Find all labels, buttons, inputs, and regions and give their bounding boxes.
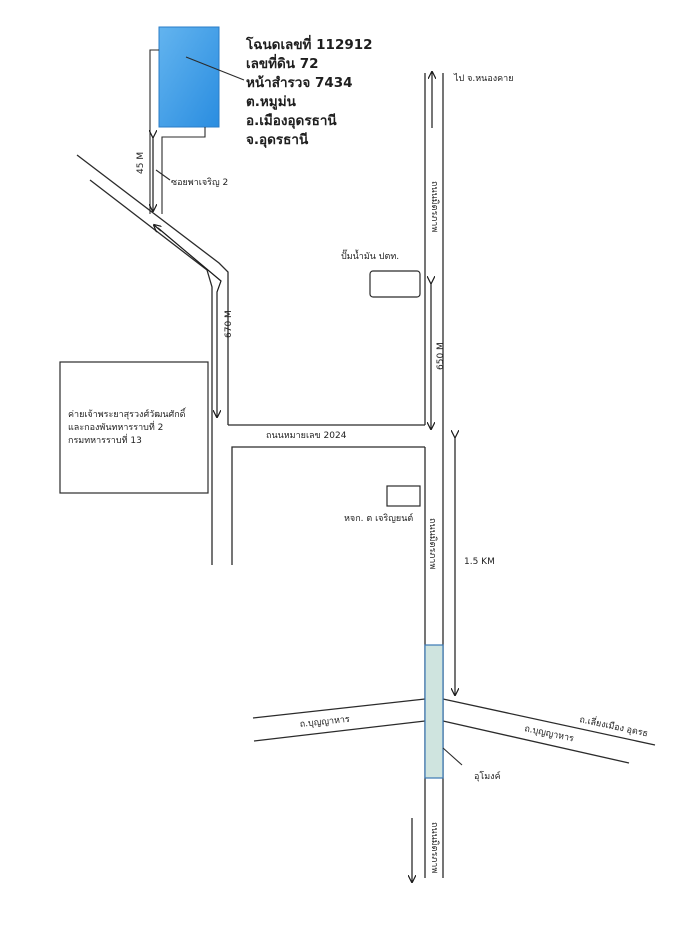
route-670-arrowhead [154,225,161,231]
bypass-label: ถ.เลี่ยงเมือง อุดรธ [578,712,649,739]
province: จ.อุดรธานี [246,132,309,148]
road-2024-south-edge [231,446,425,565]
mittraphap-label-top: ถนนมิตรภาพ [429,181,440,232]
tunnel-box [424,644,444,779]
camp-label-3: กรมทหารราบที่ 13 [68,436,142,446]
boonyahan-west-north-edge [252,698,426,719]
military-camp-block [59,361,209,494]
land-plot [158,26,220,128]
dealer-box [386,485,421,507]
route-670-arrow [157,227,222,417]
dim-670-label: 670 M [224,310,234,338]
soi-pointer [155,169,171,181]
tunnel-pointer [442,747,463,766]
gas-station-label: ปั๊มน้ำมัน ปตท. [341,252,400,262]
to-nongkhai-label: ไป จ.หนองคาย [454,74,514,84]
dealer-label: หจก. ต เจริญยนต์ [344,514,414,524]
subdistrict: ต.หมูม่น [246,94,296,110]
road-2024-label: ถนนหมายเลข 2024 [266,431,347,441]
dim-45-label: 45 M [136,152,146,174]
camp-label-2: และกองพันทหารราบที่ 2 [68,423,164,433]
mittraphap-label-bottom: ถนนมิตรภาพ [429,822,440,873]
soi-right-boundary [161,127,206,214]
soi-label: ซอยพาเจริญ 2 [171,178,229,188]
plot-pointer [185,56,245,81]
camp-label-1: ค่ายเจ้าพระยาสุรวงศ์วัฒนศักดิ์ [68,410,186,420]
deed-number: โฉนดเลขที่ 112912 [246,37,373,53]
district: อ.เมืองอุดรธานี [246,113,337,129]
tunnel-label: อุโมงค์ [474,772,501,782]
soi-road-upper-edge [76,154,229,425]
soi-road-lower-edge [89,179,213,565]
soi-left-boundary [149,49,159,214]
boonyahan-west-south-edge [253,720,426,742]
boonyahan-east-north-edge [442,698,656,746]
survey-page: หน้าสำรวจ 7434 [246,75,353,91]
dim-1-5km-label: 1.5 KM [464,557,495,567]
mittraphap-label-mid: ถนนมิตรภาพ [427,518,438,569]
gas-station-box [369,270,421,298]
dim-650-label: 650 M [436,342,446,370]
boonyahan-west-label: ถ.บุญญาหาร [299,715,350,730]
boonyahan-east-south-edge [442,720,630,764]
land-number: เลขที่ดิน 72 [246,56,319,72]
